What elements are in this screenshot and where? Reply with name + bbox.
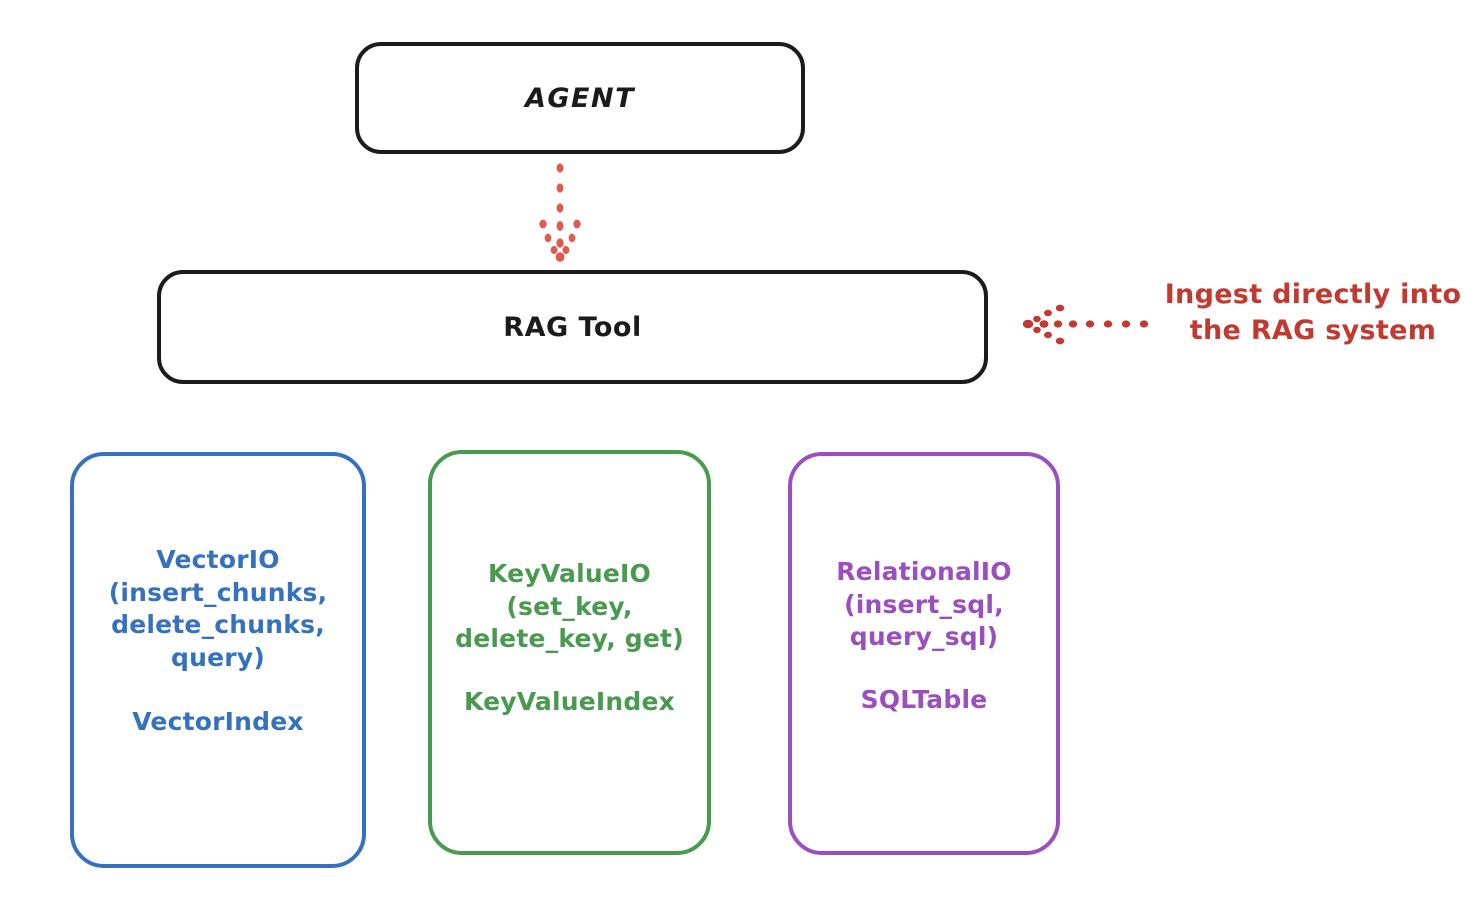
keyvalue-store-node[interactable]: KeyValueIO (set_key, delete_key, get) Ke… [428,450,711,855]
keyvalue-store-index-label: KeyValueIndex [463,686,676,716]
keyvalue-store-api-label: KeyValueIO (set_key, delete_key, get) [455,559,684,653]
vector-store-api-label: VectorIO (insert_chunks, delete_chunks, … [108,545,328,672]
rag-tool-node-label: RAG Tool [503,311,642,343]
relational-store-node[interactable]: RelationalIO (insert_sql, query_sql) SQL… [788,452,1060,855]
ingest-annotation-text: Ingest directly into the RAG system [1164,279,1462,347]
relational-store-api-label: RelationalIO (insert_sql, query_sql) [836,557,1012,651]
agent-node[interactable]: AGENT [355,42,805,154]
vector-store-node[interactable]: VectorIO (insert_chunks, delete_chunks, … [70,452,366,868]
agent-node-label: AGENT [524,82,635,114]
vector-store-index-label: VectorIndex [132,707,304,736]
agent-to-rag-connector-arrow [539,163,581,262]
ingest-connector-arrow [1022,304,1149,345]
rag-tool-node[interactable]: RAG Tool [157,270,988,384]
relational-store-index-label: SQLTable [860,684,988,714]
